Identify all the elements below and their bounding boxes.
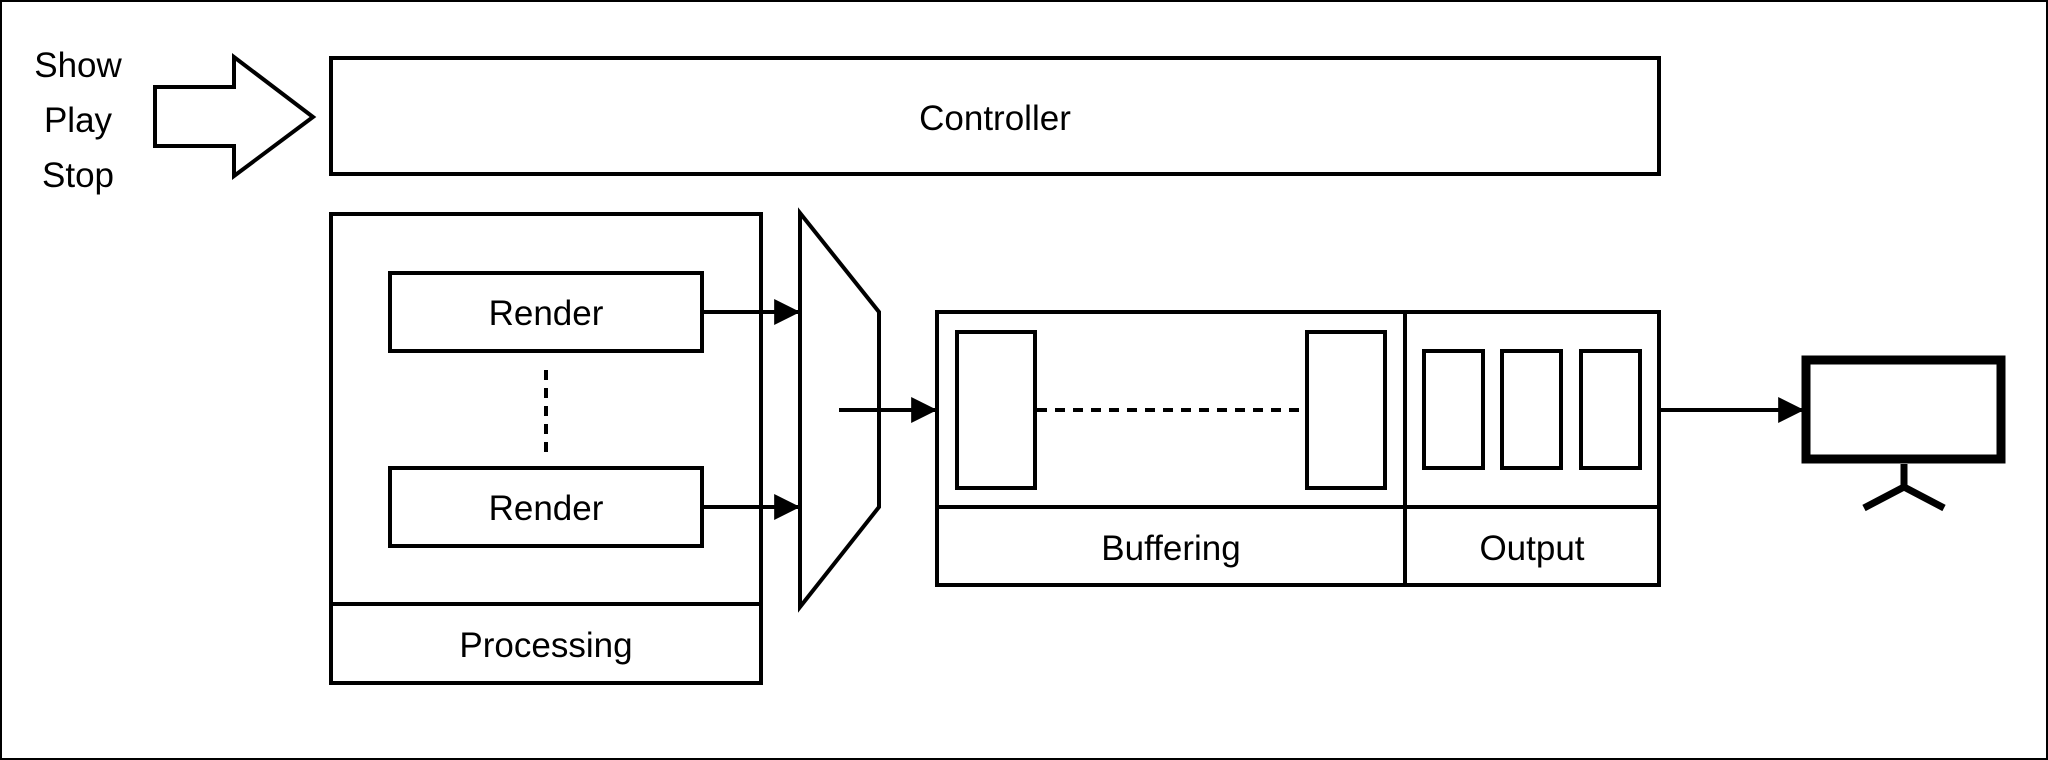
render-label-2: Render [489, 489, 604, 528]
output-slot-3 [1579, 349, 1642, 470]
input-commands: Show Play Stop [34, 46, 122, 195]
buffering-label: Buffering [1101, 529, 1240, 568]
render-label-1: Render [489, 294, 604, 333]
command-show: Show [34, 46, 122, 85]
controller-box: Controller [329, 56, 1661, 176]
command-play: Play [44, 101, 113, 140]
hollow-right-arrow-icon [153, 52, 317, 180]
output-label: Output [1479, 529, 1584, 568]
command-stop: Stop [42, 156, 114, 195]
output-block: Output [1403, 310, 1661, 587]
buffer-slot-first [955, 330, 1037, 490]
output-slot-2 [1500, 349, 1563, 470]
processing-block: Processing Render Render [329, 212, 763, 685]
processing-label: Processing [459, 626, 632, 665]
render-unit-2: Render [388, 466, 704, 548]
monitor-icon [1801, 355, 2006, 512]
render-unit-1: Render [388, 271, 704, 353]
output-slot-1 [1422, 349, 1485, 470]
controller-label: Controller [919, 99, 1071, 138]
buffering-block: Buffering [935, 310, 1407, 587]
buffer-slot-last [1305, 330, 1387, 490]
